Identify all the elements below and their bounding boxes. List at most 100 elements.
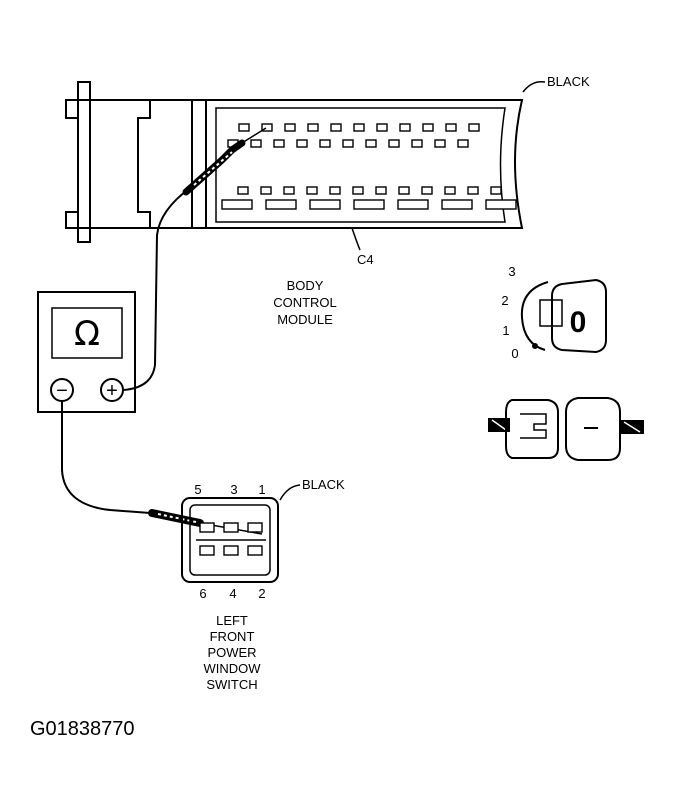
key-glyph: 0 [570,306,587,339]
c4-pin-cavity [365,139,377,148]
negative-terminal-symbol: − [56,380,68,402]
switch-title: LEFT FRONT POWER WINDOW SWITCH [203,613,261,692]
switch-connector-outer [181,497,279,583]
switch-bottom-pin-label: 4 [229,586,236,601]
c4-pin-cavity [441,199,473,210]
key-pointer-dot [532,343,538,349]
key-position-label: 2 [501,293,508,308]
switch-name-line: SWITCH [206,677,257,692]
c4-pin-cavity [444,186,456,195]
c4-pin-cavity [319,139,331,148]
c4-pin-cavity [309,199,341,210]
left-plug-latch [520,413,547,439]
c4-pin-cavity [485,199,517,210]
switch-name-line: LEFT [216,613,248,628]
c4-pin-cavity [388,139,400,148]
ohmmeter: Ω − + [37,291,136,413]
switch-pin-5 [199,522,215,533]
pin-row-low [237,186,502,195]
key-position-label: 3 [508,264,515,279]
c4-pin-cavity [284,123,296,132]
c4-pin-cavity [330,123,342,132]
ignition-key-icon: 3 2 1 0 0 [501,264,607,361]
c4-pin-cavity [237,186,249,195]
c4-pin-cavity [398,186,410,195]
test-leads [61,127,267,535]
right-socket [565,397,621,461]
c4-pin-cavity [421,186,433,195]
c4-pin-cavity [467,186,479,195]
c4-pin-cavity [260,186,272,195]
c4-pin-cavity [353,123,365,132]
bracket-frame [65,99,151,229]
switch-connector-inner [189,504,271,576]
switch-top-pin-label: 3 [230,482,237,497]
c4-pin-cavity [375,186,387,195]
switch-pin-3 [223,522,239,533]
negative-lead-wire [61,401,151,514]
positive-terminal-symbol: + [106,380,118,402]
c4-pin-cavity [307,123,319,132]
meter-display [51,307,123,359]
left-plug [505,399,559,459]
pin-row-mid [227,139,469,148]
c4-pin-cavity [265,199,297,210]
lock-cylinder [520,281,549,351]
pin-row-wide [221,199,517,210]
pin-row-top [238,123,480,132]
connector-pair-icon [488,397,644,461]
switch-name-line: WINDOW [203,661,261,676]
ohm-symbol: Ω [74,314,100,354]
c4-pin-cavity [397,199,429,210]
c4-pin-cavity [283,186,295,195]
switch-name-line: FRONT [210,629,255,644]
c4-pin-cavity [422,123,434,132]
c4-pin-cavity [434,139,446,148]
figure-id: G01838770 [30,718,135,740]
c4-pin-cavity [445,123,457,132]
meter-body [37,291,136,413]
c4-pin-cavity [296,139,308,148]
c4-pin-cavity [376,123,388,132]
c4-id-label: C4 [357,252,374,267]
switch-bottom-pin-label: 6 [199,586,206,601]
c4-color-label: BLACK [547,74,590,89]
c4-pin-cavity [306,186,318,195]
module-line-3: MODULE [277,312,333,327]
positive-probe-grip [193,151,233,186]
c4-pin-cavity [353,199,385,210]
switch-bottom-pin-label: 2 [258,586,265,601]
switch-pin-1 [247,522,263,533]
key-head [551,278,607,354]
c4-pin-cavity [238,123,250,132]
connector-housing [150,99,524,229]
c4-pin-cavity [329,186,341,195]
bracket-bar [77,81,91,243]
c4-pin-cavity [221,199,253,210]
switch-pin-4 [223,545,239,556]
c4-id-leader [351,227,361,251]
positive-probe-tip [241,127,267,144]
c4-pin-cavity [399,123,411,132]
c4-pin-cavity [342,139,354,148]
switch-top-pin-label: 1 [258,482,265,497]
module-title: BODY CONTROL MODULE [273,278,337,327]
c4-pin-cavity [352,186,364,195]
key-position-label: 1 [502,323,509,338]
module-line-2: CONTROL [273,295,337,310]
c4-pin-cavity [468,123,480,132]
switch-color-label: BLACK [302,477,345,492]
switch-color-leader [279,484,301,501]
c4-pin-cavity [250,139,262,148]
connector-face [215,107,506,223]
bcm-connector-c4: BLACK C4 [65,74,590,267]
switch-top-pin-label: 5 [194,482,201,497]
switch-pin-2 [247,545,263,556]
c4-color-leader [522,80,546,93]
c4-pin-cavity [273,139,285,148]
c4-pin-cavity [457,139,469,148]
switch-name-line: POWER [207,645,256,660]
positive-lead-wire [122,187,191,391]
left-wire-stripe [491,419,507,431]
